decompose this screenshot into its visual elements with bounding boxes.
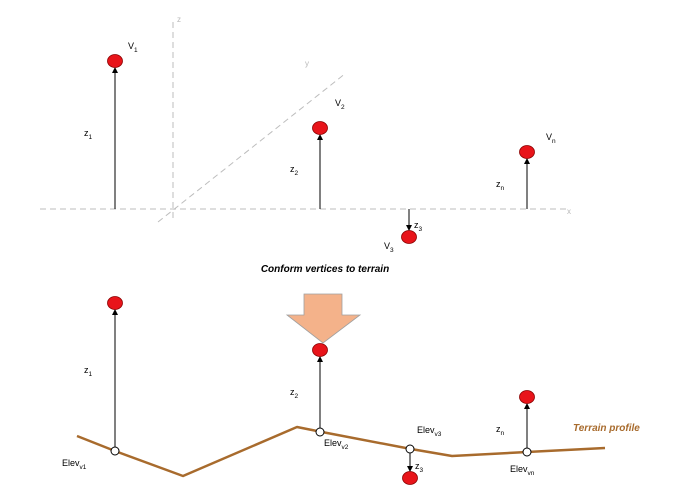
height-zn-label: zn bbox=[496, 179, 505, 192]
height-bottom-z3-label: z3 bbox=[415, 461, 424, 474]
vertex-bottom-3 bbox=[402, 471, 418, 485]
terrain-profile-label: Terrain profile bbox=[573, 423, 640, 434]
down-arrow-icon bbox=[285, 293, 362, 344]
vertex-v1-label: V1 bbox=[128, 41, 138, 54]
x-axis-label: x bbox=[567, 207, 571, 216]
axes-group: z y x bbox=[40, 15, 571, 223]
terrain-point-2 bbox=[315, 427, 325, 437]
y-axis-label: y bbox=[305, 59, 309, 68]
elevation-v1-label: Elevv1 bbox=[62, 458, 87, 471]
height-bottom-z2-label: z2 bbox=[290, 387, 299, 400]
bottom-vertices-group: z1 Elevv1 z2 Elevv2 z3 Elevv3 zn Elevvn bbox=[62, 296, 535, 485]
top-vertices-group: V1 z1 V2 z2 V3 z3 Vn zn bbox=[84, 41, 556, 254]
vertex-bottom-1 bbox=[107, 296, 123, 310]
vertex-v1 bbox=[107, 54, 123, 68]
height-bottom-z1-label: z1 bbox=[84, 365, 93, 378]
elevation-vn-label: Elevvn bbox=[510, 464, 535, 477]
elevation-v3-label: Elevv3 bbox=[417, 425, 442, 438]
vertex-bottom-n bbox=[519, 390, 535, 404]
height-z2-label: z2 bbox=[290, 164, 299, 177]
y-axis bbox=[157, 72, 347, 223]
height-bottom-zn-label: zn bbox=[496, 424, 505, 437]
vertex-bottom-2 bbox=[312, 343, 328, 357]
vertex-v2 bbox=[312, 121, 328, 135]
terrain-point-1 bbox=[110, 446, 120, 456]
vertex-vn bbox=[519, 145, 535, 159]
vertex-vn-label: Vn bbox=[546, 132, 556, 145]
terrain-point-n bbox=[522, 447, 532, 457]
z-axis-label: z bbox=[177, 15, 181, 24]
terrain-point-3 bbox=[405, 444, 415, 454]
vertex-v2-label: V2 bbox=[335, 98, 345, 111]
vertex-v3-label: V3 bbox=[384, 241, 394, 254]
height-z3-label: z3 bbox=[414, 220, 423, 233]
height-z1-label: z1 bbox=[84, 128, 93, 141]
elevation-v2-label: Elevv2 bbox=[324, 438, 349, 451]
caption: Conform vertices to terrain bbox=[261, 264, 389, 275]
vertex-v3 bbox=[401, 230, 417, 244]
